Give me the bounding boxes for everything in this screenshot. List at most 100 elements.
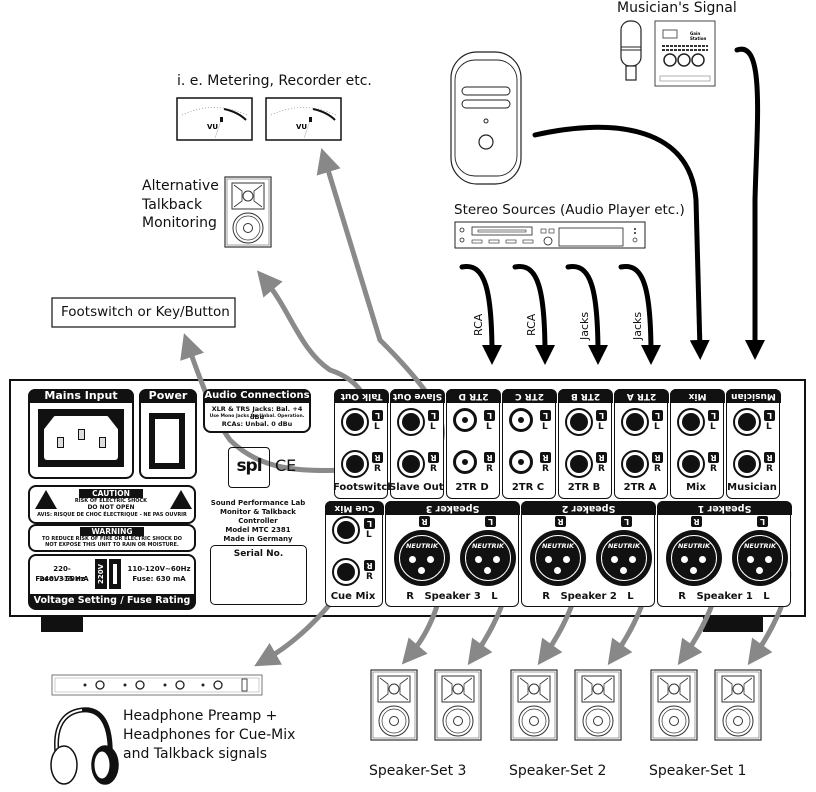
r-label: R [766, 464, 773, 474]
cue-mix-header: Cue Mix [324, 500, 384, 515]
l-label: L [486, 422, 492, 432]
connector-right[interactable] [397, 450, 425, 478]
panel-foot-left [41, 617, 83, 632]
speaker-set2-l-icon [574, 669, 622, 741]
l-label: L [374, 422, 380, 432]
l-label: L [366, 530, 372, 540]
connector-right[interactable] [677, 450, 705, 478]
connector-left[interactable] [341, 408, 369, 436]
power-switch[interactable] [149, 413, 185, 469]
xlr-pin [418, 567, 425, 574]
rca-pin [462, 459, 468, 465]
rca-pin [518, 417, 524, 423]
xlr-left-connector[interactable]: NEUTRIK [732, 530, 788, 586]
connector-left[interactable] [397, 408, 425, 436]
channel-label: 2TR A [623, 482, 657, 493]
voltage-selector-switch[interactable] [109, 559, 121, 589]
svg-text:Station: Station [690, 36, 707, 41]
connector-right[interactable] [509, 450, 533, 474]
xlr-right-connector[interactable]: NEUTRIK [530, 530, 586, 586]
caution-section: CAUTION RISK OF ELECTRIC SHOCK DO NOT OP… [28, 485, 196, 524]
connector-left[interactable] [453, 408, 477, 432]
r-label: R [598, 464, 605, 474]
warning-line1: TO REDUCE RISK OF FIRE OR ELECTRIC SHOCK… [41, 536, 183, 542]
l-badge: L [621, 516, 632, 527]
jack-hole [346, 413, 364, 431]
power-section: Power [139, 389, 197, 479]
connector-left[interactable] [733, 408, 761, 436]
headphones-icon [50, 707, 119, 785]
stereo-sources-label: Stereo Sources (Audio Player etc.) [454, 202, 685, 218]
xlr-left-connector[interactable]: NEUTRIK [460, 530, 516, 586]
xlr-pin [475, 556, 482, 563]
connector-left[interactable] [621, 408, 649, 436]
audio-connections-header: Audio Connections [203, 389, 311, 403]
headphone-label-line3: and Talkback signals [123, 746, 268, 762]
xlr-pin [427, 556, 434, 563]
xlr-right-connector[interactable]: NEUTRIK [394, 530, 450, 586]
connector-right[interactable] [621, 450, 649, 478]
rca-pin [518, 459, 524, 465]
l-badge: L [428, 410, 439, 421]
speaker-label: R Speaker 2 L [542, 591, 634, 602]
channel-label: Slave Out [389, 482, 444, 493]
jack-hole [346, 455, 364, 473]
xlr-pin [611, 556, 618, 563]
connector-right[interactable] [565, 450, 593, 478]
mains-input-header: Mains Input [28, 389, 134, 403]
alt-talkback-line2: Talkback [142, 197, 203, 213]
connector-left[interactable] [509, 408, 533, 432]
audio-conn-line3: RCAs: Unbal. 0 dBu [221, 420, 293, 428]
warning-title: WARNING [80, 527, 144, 536]
xlr-pin [699, 556, 706, 563]
connector-right[interactable] [733, 450, 761, 478]
voltage-section: 220-240V~50Hz Fuse: 315 mA 220V 110-120V… [28, 554, 196, 610]
musicians-signal-label: Musician's Signal [617, 0, 737, 16]
l-label: L [542, 422, 548, 432]
r-badge: R [764, 452, 775, 463]
connector-right[interactable] [453, 450, 477, 474]
cue-mix-right-jack[interactable] [332, 558, 360, 586]
microphone-icon [620, 20, 642, 81]
xlr-pin [484, 567, 491, 574]
l-badge: L [485, 516, 496, 527]
connector-left[interactable] [677, 408, 705, 436]
r-badge: R [364, 560, 375, 571]
l-label: L [766, 422, 772, 432]
black-cables [459, 46, 765, 365]
xlr-ring [535, 535, 581, 581]
voltage-title: Voltage Setting / Fuse Rating [28, 594, 196, 608]
headphone-preamp-icon [51, 674, 263, 696]
power-header: Power [139, 389, 197, 403]
jack-hole [738, 455, 756, 473]
warning-section: WARNING TO REDUCE RISK OF FIRE OR ELECTR… [28, 524, 196, 552]
neutrik-text: NEUTRIK [471, 542, 505, 550]
jack-hole [570, 455, 588, 473]
jack-hole [402, 455, 420, 473]
xlr-pin [756, 567, 763, 574]
caution-line2: DO NOT OPEN [87, 504, 135, 511]
iec-socket[interactable] [38, 409, 124, 467]
alt-talkback-line1: Alternative [142, 178, 219, 194]
channel-label: Footswitch [333, 482, 395, 493]
voltage-left-fuse: Fuse: 315 mA [35, 575, 89, 583]
maker-line1: Sound Performance Lab [210, 499, 306, 507]
channel-header: 2TR C [501, 388, 557, 403]
cue-mix-left-jack[interactable] [332, 516, 360, 544]
r-badge: R [372, 452, 383, 463]
connector-left[interactable] [565, 408, 593, 436]
speaker-set-1-label: Speaker-Set 1 [649, 763, 747, 779]
xlr-left-connector[interactable]: NEUTRIK [596, 530, 652, 586]
channel-label: 2TR C [511, 482, 545, 493]
r-badge: R [652, 452, 663, 463]
ce-mark: CE [275, 456, 297, 475]
vu-meter-left-icon [176, 97, 253, 141]
xlr-right-connector[interactable]: NEUTRIK [666, 530, 722, 586]
metering-label: i. e. Metering, Recorder etc. [177, 73, 372, 89]
connector-right[interactable] [341, 450, 369, 478]
